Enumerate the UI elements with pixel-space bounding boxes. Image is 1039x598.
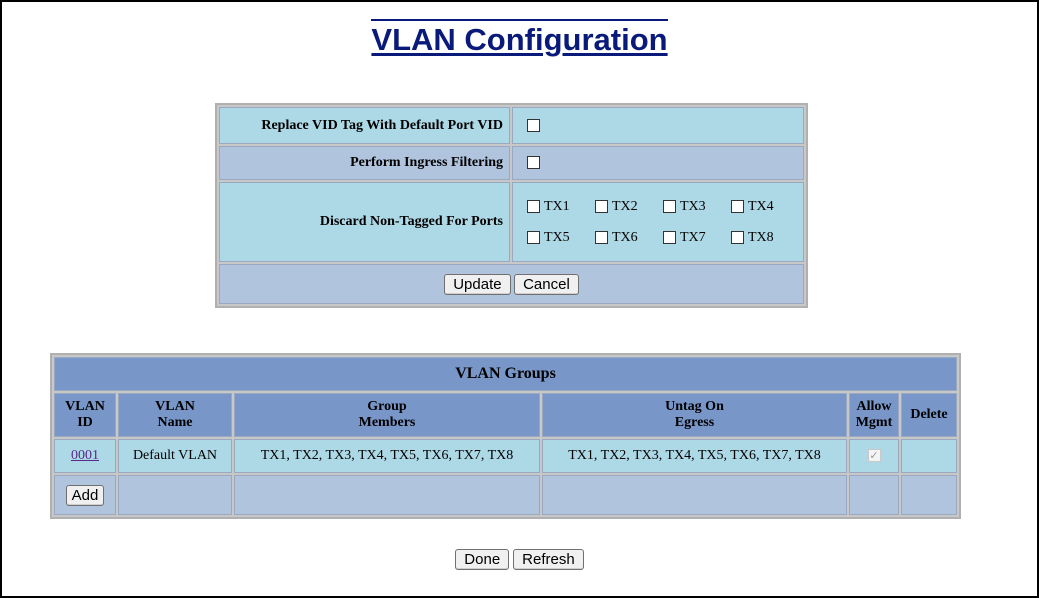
port-grid: TX1 TX2 TX3 TX4 TX5 TX6 TX7 TX8 [527, 193, 802, 252]
delete-cell [901, 439, 957, 473]
port-tx6-label: TX6 [612, 229, 638, 245]
vlan-id-cell: 0001 [54, 439, 116, 473]
discard-row: Discard Non-Tagged For Ports TX1 TX2 TX3… [219, 182, 804, 262]
port-tx4-checkbox[interactable] [731, 200, 744, 213]
discard-cell: TX1 TX2 TX3 TX4 TX5 TX6 TX7 TX8 [512, 182, 804, 262]
config-actions-row: Update Cancel [219, 264, 804, 304]
groups-title: VLAN Groups [54, 357, 957, 391]
cancel-button[interactable]: Cancel [514, 273, 579, 295]
replace-vid-cell [512, 107, 804, 144]
table-row: 0001 Default VLAN TX1, TX2, TX3, TX4, TX… [54, 439, 957, 473]
header-group-members: Group Members [234, 393, 540, 437]
add-row: Add [54, 475, 957, 515]
add-cell: Add [54, 475, 116, 515]
groups-title-row: VLAN Groups [54, 357, 957, 391]
vlan-id-link[interactable]: 0001 [71, 448, 99, 463]
replace-vid-row: Replace VID Tag With Default Port VID [219, 107, 804, 144]
untag-egress-cell: TX1, TX2, TX3, TX4, TX5, TX6, TX7, TX8 [542, 439, 847, 473]
header-vlan-name: VLAN Name [118, 393, 232, 437]
port-tx8[interactable]: TX8 [731, 230, 799, 246]
add-row-empty-2 [234, 475, 540, 515]
replace-vid-checkbox[interactable] [527, 118, 540, 132]
port-tx2-checkbox[interactable] [595, 200, 608, 213]
ingress-label: Perform Ingress Filtering [219, 146, 510, 180]
group-members-cell: TX1, TX2, TX3, TX4, TX5, TX6, TX7, TX8 [234, 439, 540, 473]
port-tx7[interactable]: TX7 [663, 230, 731, 246]
add-row-empty-5 [901, 475, 957, 515]
done-button[interactable]: Done [455, 549, 510, 570]
replace-vid-label: Replace VID Tag With Default Port VID [219, 107, 510, 144]
port-tx2-label: TX2 [612, 198, 638, 214]
allow-mgmt-checkbox: ✓ [867, 449, 881, 463]
port-tx6[interactable]: TX6 [595, 230, 663, 246]
discard-label: Discard Non-Tagged For Ports [219, 182, 510, 262]
port-tx1-checkbox[interactable] [527, 200, 540, 213]
header-allow-mgmt: Allow Mgmt [849, 393, 899, 437]
port-tx2[interactable]: TX2 [595, 199, 663, 215]
add-button[interactable]: Add [65, 484, 105, 506]
port-tx3-checkbox[interactable] [663, 200, 676, 213]
header-untag-egress: Untag On Egress [542, 393, 847, 437]
bottom-actions: Done Refresh [0, 549, 1039, 570]
port-tx5-label: TX5 [544, 229, 570, 245]
header-delete: Delete [901, 393, 957, 437]
port-tx4-label: TX4 [748, 198, 774, 214]
port-tx1-label: TX1 [544, 198, 570, 214]
groups-header-row: VLAN ID VLAN Name Group Members Untag On… [54, 393, 957, 437]
refresh-button[interactable]: Refresh [513, 549, 584, 570]
ingress-row: Perform Ingress Filtering [219, 146, 804, 180]
port-tx8-label: TX8 [748, 229, 774, 245]
update-button[interactable]: Update [444, 273, 511, 295]
add-row-empty-1 [118, 475, 232, 515]
ingress-cell [512, 146, 804, 180]
vlan-groups-table: VLAN Groups VLAN ID VLAN Name Group Memb… [50, 353, 961, 519]
page-title: VLAN Configuration [371, 19, 668, 59]
port-tx4[interactable]: TX4 [731, 199, 799, 215]
port-tx7-label: TX7 [680, 229, 706, 245]
port-tx5-checkbox[interactable] [527, 231, 540, 244]
config-table: Replace VID Tag With Default Port VID Pe… [215, 103, 808, 308]
port-tx5[interactable]: TX5 [527, 230, 595, 246]
port-tx3-label: TX3 [680, 198, 706, 214]
vlan-name-cell: Default VLAN [118, 439, 232, 473]
port-tx1[interactable]: TX1 [527, 199, 595, 215]
allow-mgmt-cell: ✓ [849, 439, 899, 473]
header-vlan-id: VLAN ID [54, 393, 116, 437]
port-tx8-checkbox[interactable] [731, 231, 744, 244]
add-row-empty-3 [542, 475, 847, 515]
port-tx3[interactable]: TX3 [663, 199, 731, 215]
ingress-checkbox[interactable] [527, 156, 540, 170]
add-row-empty-4 [849, 475, 899, 515]
port-tx6-checkbox[interactable] [595, 231, 608, 244]
config-actions-cell: Update Cancel [219, 264, 804, 304]
title-wrap: VLAN Configuration [0, 19, 1039, 59]
port-tx7-checkbox[interactable] [663, 231, 676, 244]
